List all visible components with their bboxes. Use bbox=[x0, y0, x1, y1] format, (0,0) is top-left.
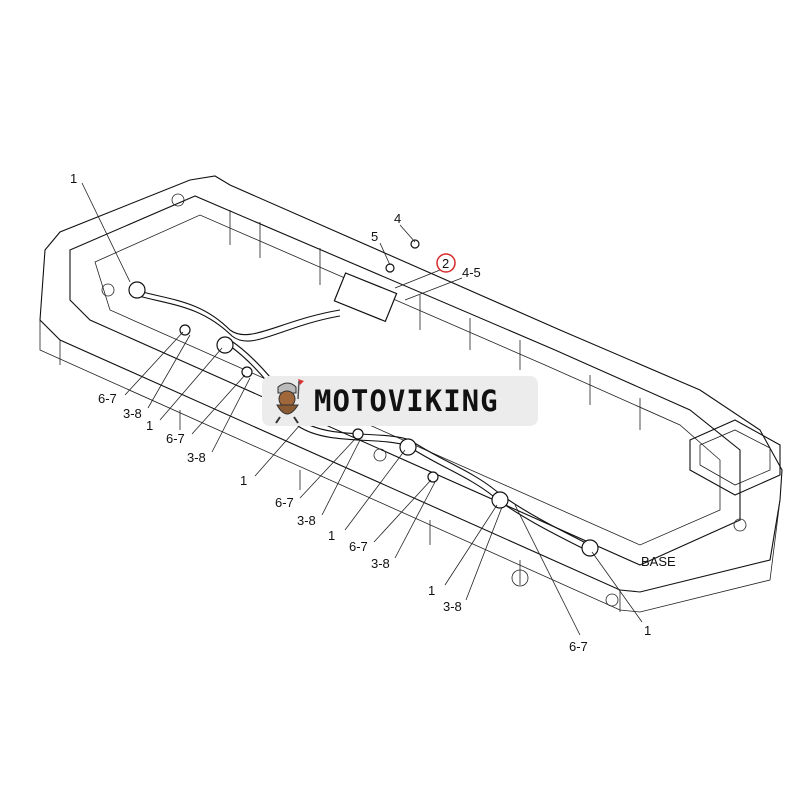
callout-label: 3-8 bbox=[123, 406, 142, 421]
highlight-circle bbox=[436, 253, 456, 273]
callout-labels: 1 4 5 2 4-5 6-7 3-8 1 6-7 3-8 1 6-7 3-8 … bbox=[70, 171, 676, 654]
base-label: BASE bbox=[641, 554, 676, 569]
callout-label: 1 bbox=[146, 418, 153, 433]
callout-label: 6-7 bbox=[569, 639, 588, 654]
viking-mascot-icon bbox=[275, 379, 304, 424]
callout-label: 6-7 bbox=[98, 391, 117, 406]
callout-label: 3-8 bbox=[443, 599, 462, 614]
callout-label: 3-8 bbox=[297, 513, 316, 528]
watermark-text: MOTOVIKING bbox=[314, 384, 499, 418]
callout-label: 6-7 bbox=[349, 539, 368, 554]
callout-label: 3-8 bbox=[187, 450, 206, 465]
callout-label: 1 bbox=[240, 473, 247, 488]
callout-label-highlighted: 2 bbox=[442, 256, 449, 271]
callout-label: 4 bbox=[394, 211, 401, 226]
callout-label: 3-8 bbox=[371, 556, 390, 571]
callout-label: 4-5 bbox=[462, 265, 481, 280]
watermark-logo: MOTOVIKING bbox=[262, 376, 538, 426]
callout-label: 6-7 bbox=[275, 495, 294, 510]
callout-label: 1 bbox=[328, 528, 335, 543]
pan-frame bbox=[39, 175, 783, 613]
callout-label: 5 bbox=[371, 229, 378, 244]
leader-lines bbox=[81, 182, 643, 636]
callout-label: 1 bbox=[70, 171, 77, 186]
callout-label: 1 bbox=[644, 623, 651, 638]
callout-label: 6-7 bbox=[166, 431, 185, 446]
callout-label: 1 bbox=[428, 583, 435, 598]
